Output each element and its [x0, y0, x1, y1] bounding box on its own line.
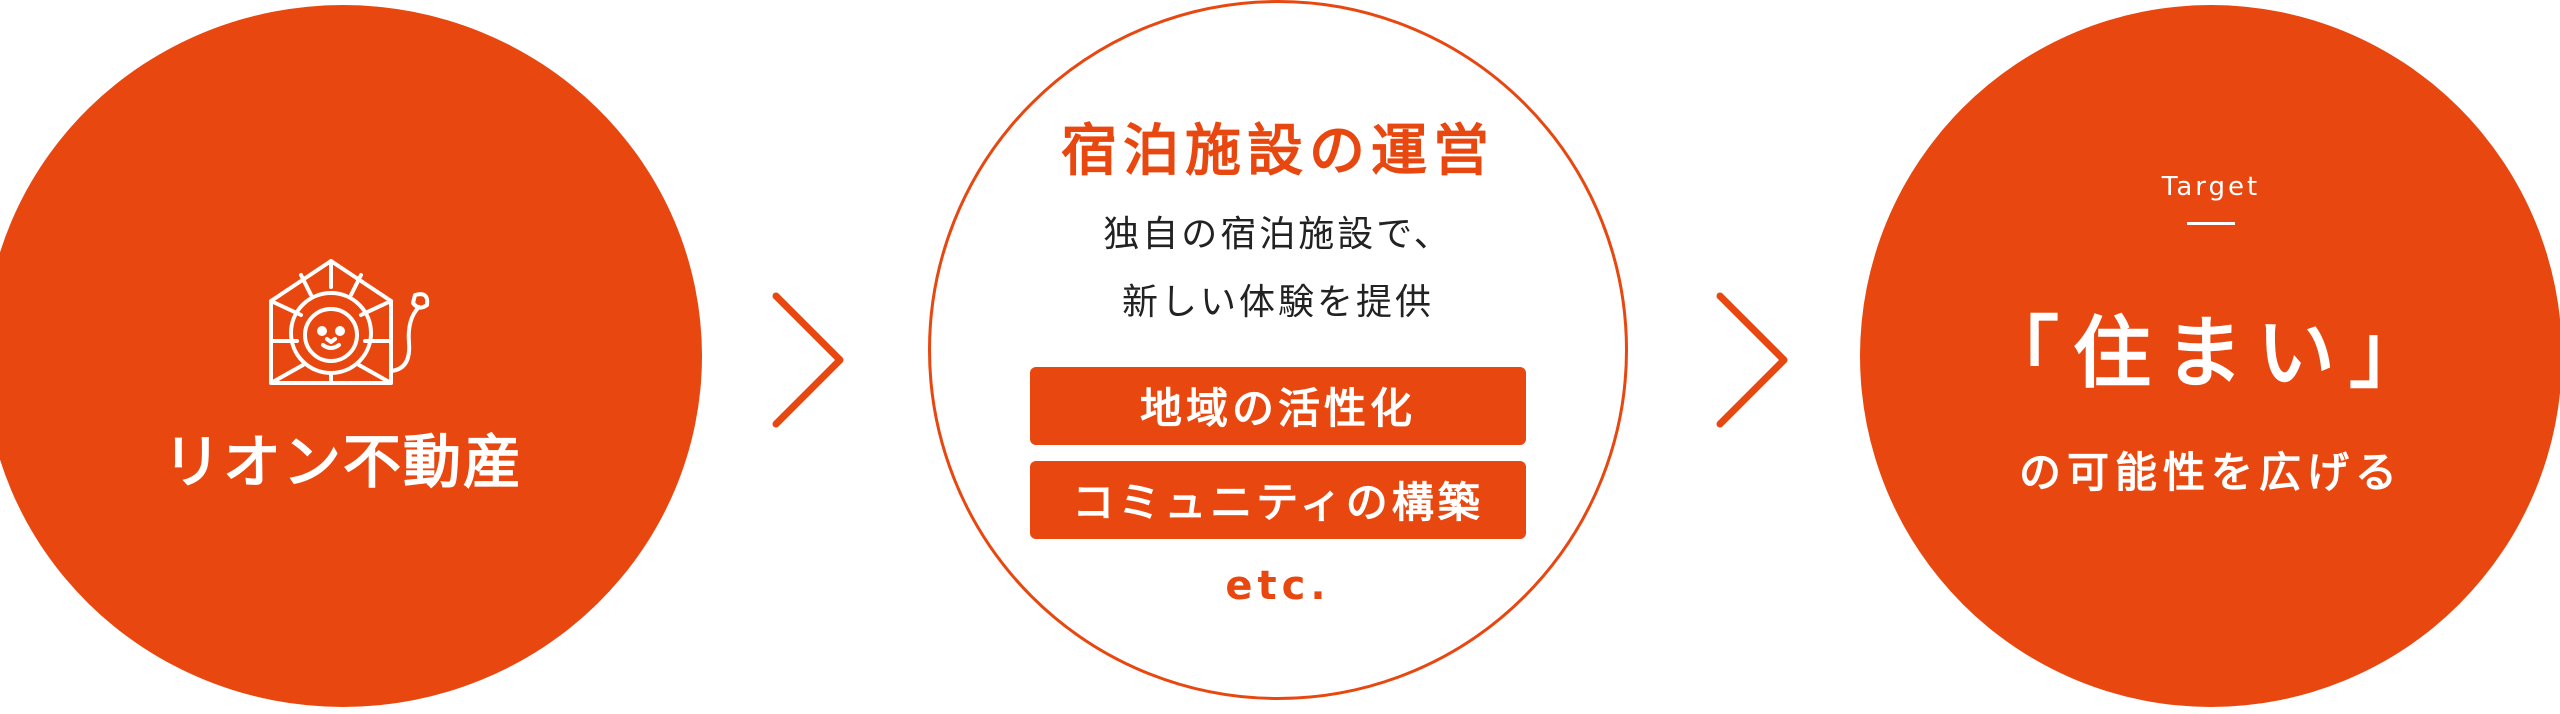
- chevron-right-icon: [772, 292, 844, 428]
- lion-house-icon: [268, 259, 430, 385]
- company-circle: リオン不動産: [0, 5, 702, 707]
- tag-regional-revitalization: 地域の活性化: [1030, 366, 1526, 445]
- target-circle: Target 「住まい」 の可能性を広げる: [1860, 5, 2560, 707]
- tag-list: 地域の活性化 コミュニティの構築: [1030, 366, 1526, 539]
- etc-label: etc.: [1225, 562, 1331, 609]
- company-logo: リオン不動産: [163, 253, 523, 499]
- description-line: 新しい体験を提供: [1121, 281, 1434, 323]
- target-label: Target: [2161, 172, 2261, 202]
- description-line: 独自の宿泊施設で、: [1103, 213, 1453, 255]
- chevron-right-icon: [1716, 292, 1788, 428]
- target-heading: 「住まい」: [1980, 309, 2441, 399]
- target-subheading: の可能性を広げる: [2018, 448, 2403, 497]
- service-circle: 宿泊施設の運営 独自の宿泊施設で、 新しい体験を提供 地域の活性化 コミュニティ…: [928, 0, 1628, 700]
- brand-name: リオン不動産: [162, 428, 523, 496]
- tag-community-building: コミュニティの構築: [1030, 460, 1526, 539]
- service-description: 独自の宿泊施設で、 新しい体験を提供: [1103, 201, 1453, 337]
- service-title: 宿泊施設の運営: [1061, 118, 1495, 184]
- divider: [2187, 222, 2235, 225]
